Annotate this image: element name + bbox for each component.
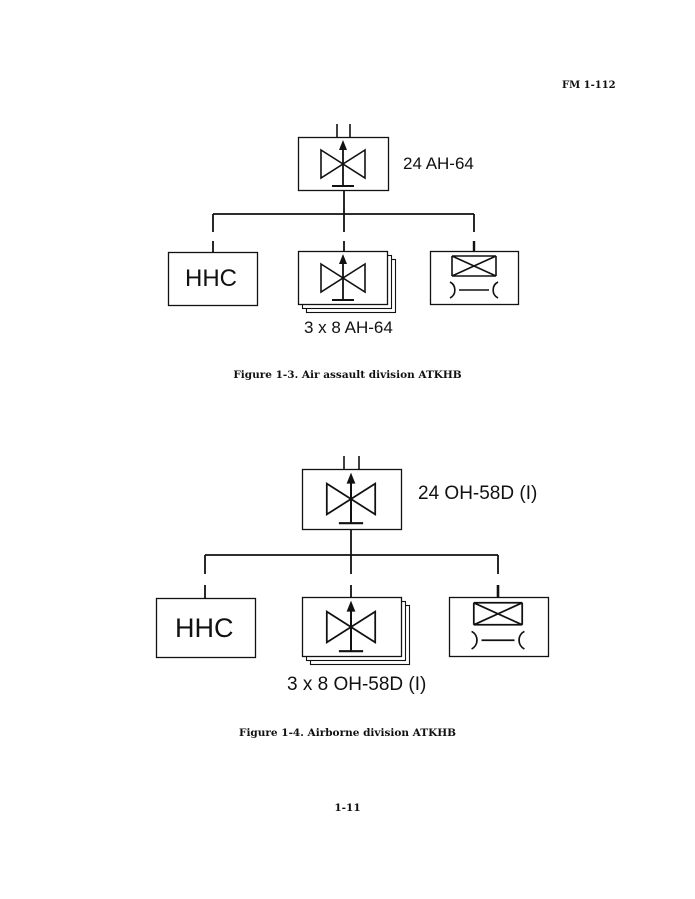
battalion-strength-label: 24 OH-58D (I) bbox=[418, 483, 538, 504]
company-strength-label: 3 x 8 OH-58D (I) bbox=[287, 674, 427, 695]
hhc-box bbox=[167, 251, 259, 307]
battalion-strength-label: 24 AH-64 bbox=[403, 154, 474, 173]
hhc-label: HHC bbox=[175, 613, 234, 643]
figure-caption: Figure 1-3. Air assault division ATKHB bbox=[233, 369, 462, 381]
maintenance-box bbox=[429, 250, 520, 306]
figure-caption: Figure 1-4. Airborne division ATKHB bbox=[238, 727, 456, 739]
page-number: 1-11 bbox=[334, 802, 361, 814]
maintenance-box bbox=[448, 596, 550, 658]
company-strength-label: 3 x 8 AH-64 bbox=[304, 318, 393, 337]
figure-1-3-chart bbox=[167, 124, 520, 314]
hhc-label: HHC bbox=[185, 265, 237, 292]
figure-1-4-chart bbox=[155, 456, 550, 666]
manual-id-header: FM 1-112 bbox=[562, 80, 616, 91]
hhc-box bbox=[155, 597, 257, 659]
